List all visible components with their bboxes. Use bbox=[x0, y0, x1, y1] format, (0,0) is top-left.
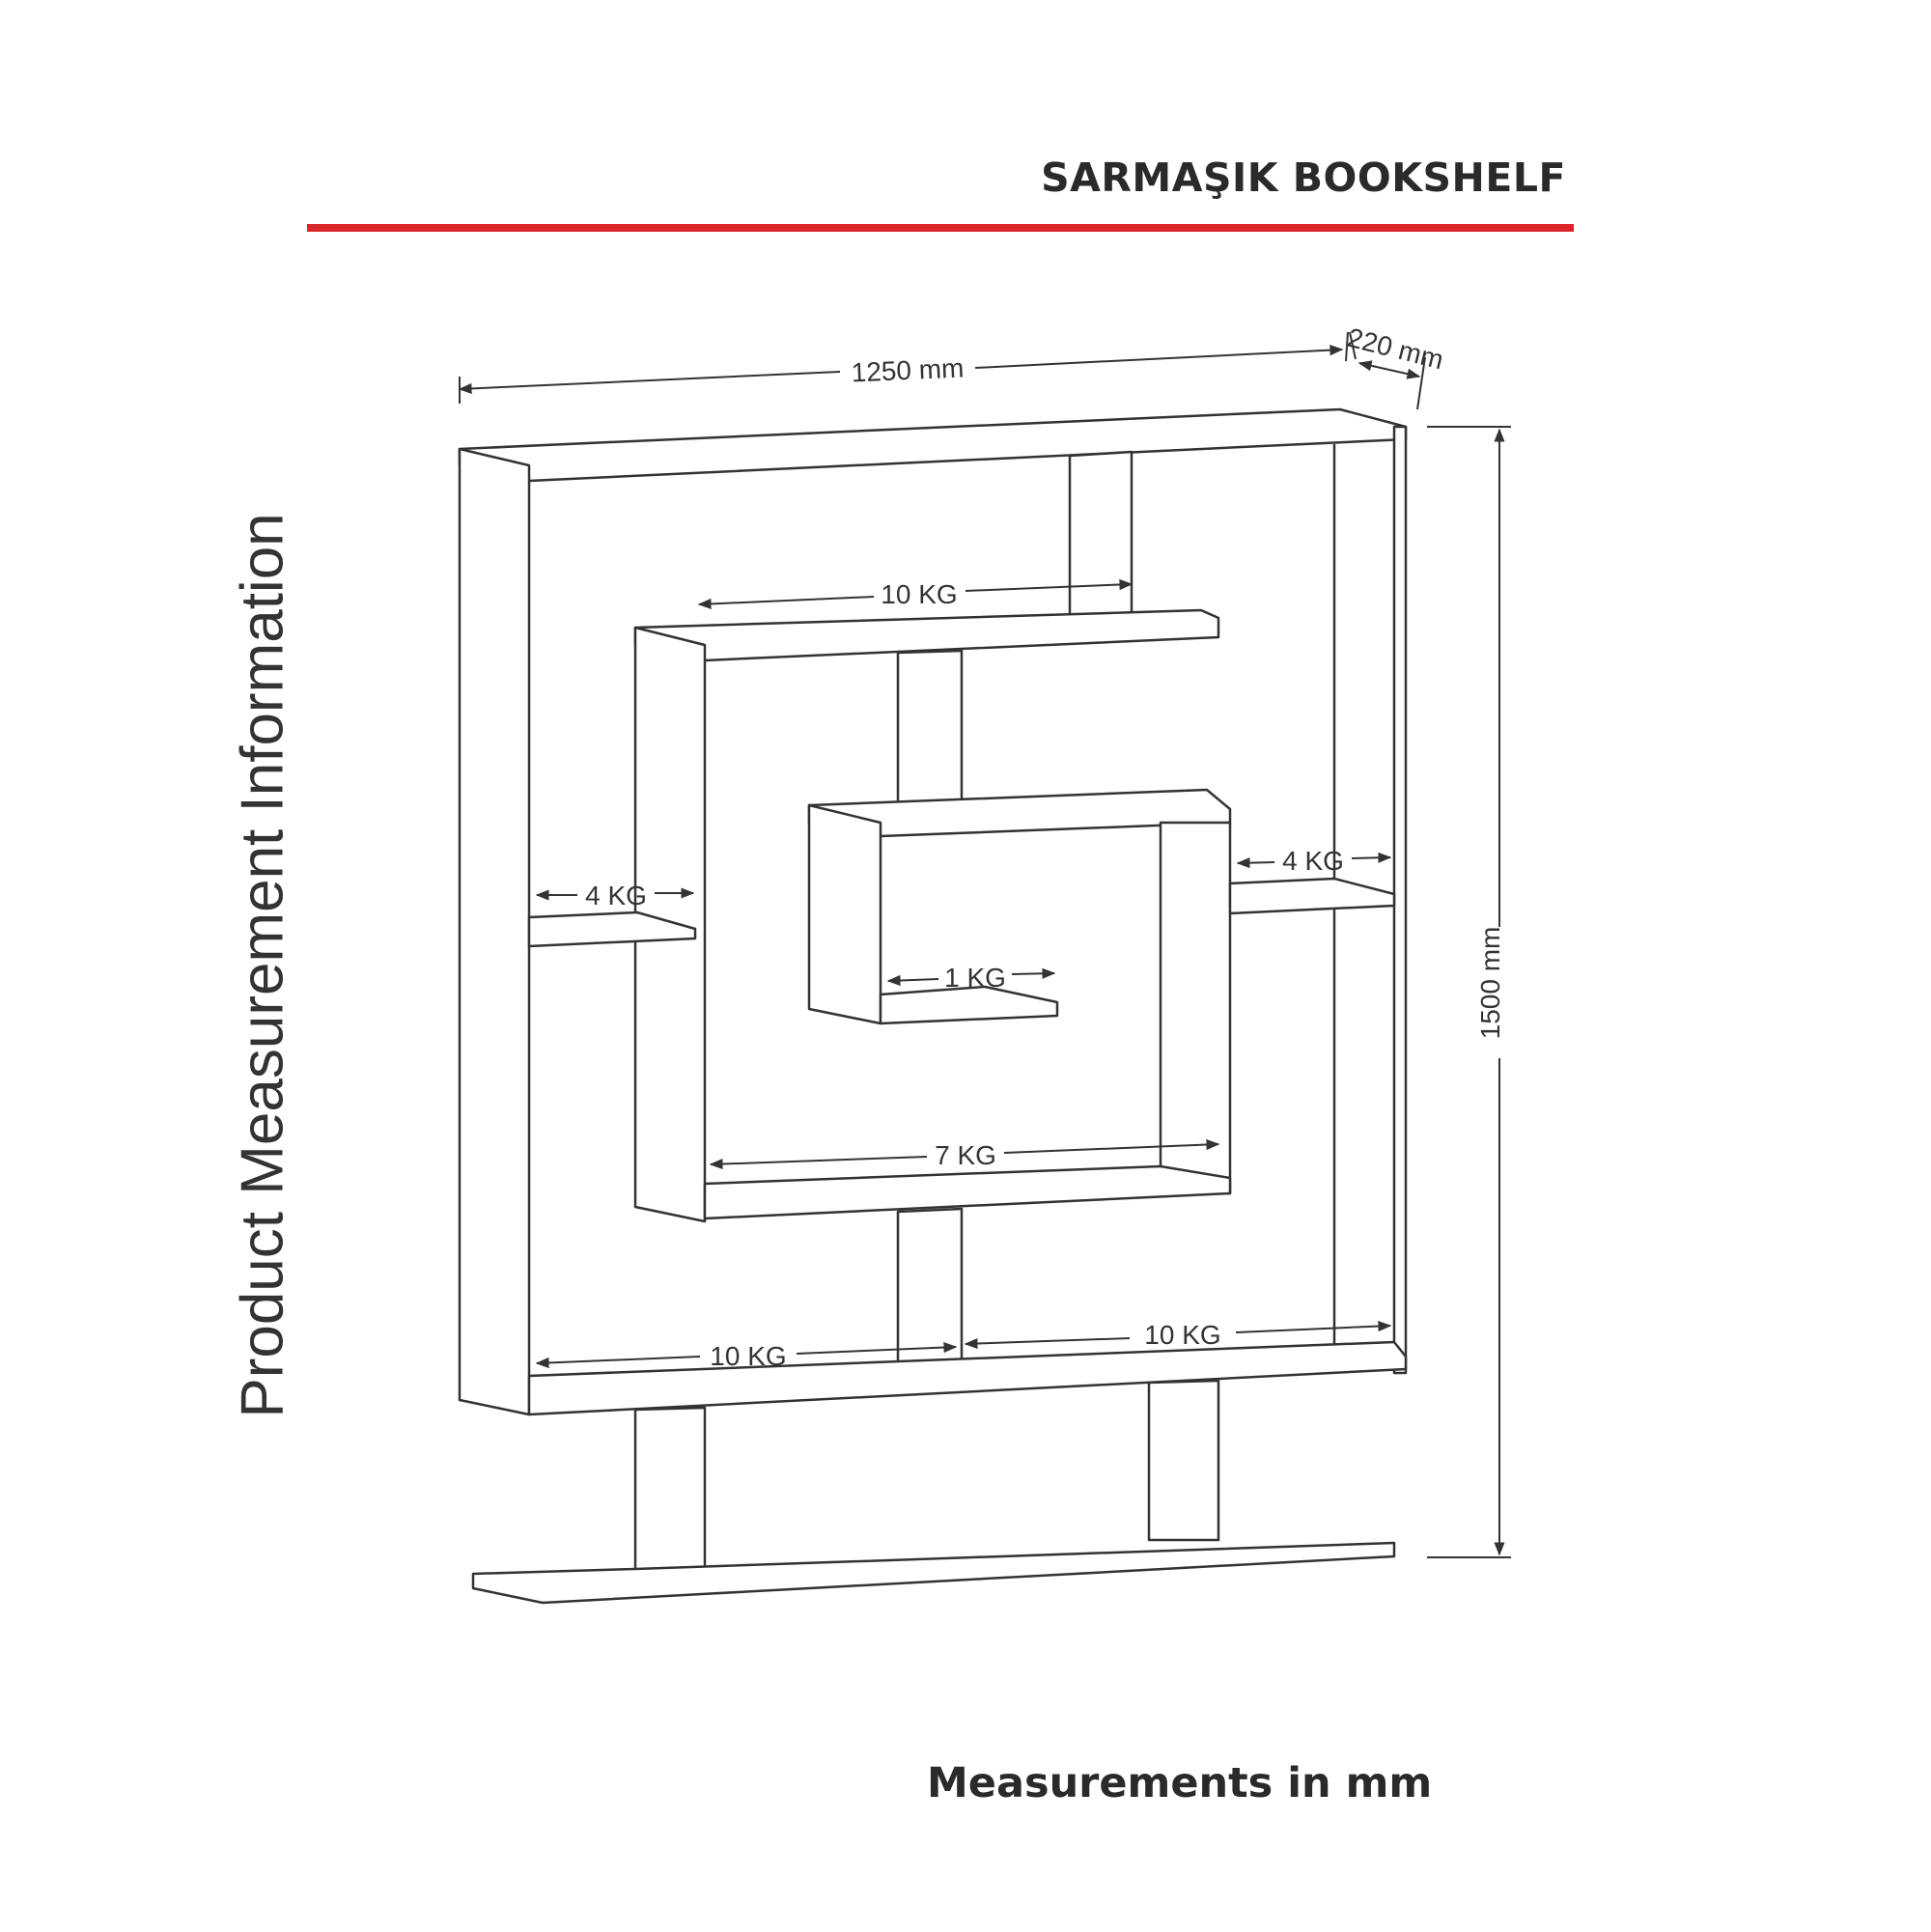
bottom-right-load: 10 KG bbox=[1144, 1320, 1220, 1350]
dimension-lines bbox=[458, 331, 1511, 1558]
middle-shelf-load: 7 KG bbox=[935, 1140, 996, 1170]
depth-dimension: 220 mm bbox=[1345, 322, 1447, 376]
bookshelf-outline bbox=[458, 407, 1408, 1605]
inner-shelf-load: 1 KG bbox=[944, 963, 1006, 993]
width-dimension: 1250 mm bbox=[851, 352, 965, 387]
title-divider bbox=[307, 224, 1574, 232]
page-title: SARMAŞIK BOOKSHELF bbox=[1041, 154, 1566, 201]
bottom-left-load: 10 KG bbox=[710, 1341, 786, 1371]
right-shelf-load: 4 KG bbox=[1282, 846, 1344, 876]
left-shelf-load: 4 KG bbox=[585, 881, 647, 910]
upper-shelf-load: 10 KG bbox=[881, 579, 957, 609]
height-dimension: 1500 mm bbox=[1475, 927, 1505, 1040]
measurement-note: Measurements in mm bbox=[927, 1759, 1433, 1807]
